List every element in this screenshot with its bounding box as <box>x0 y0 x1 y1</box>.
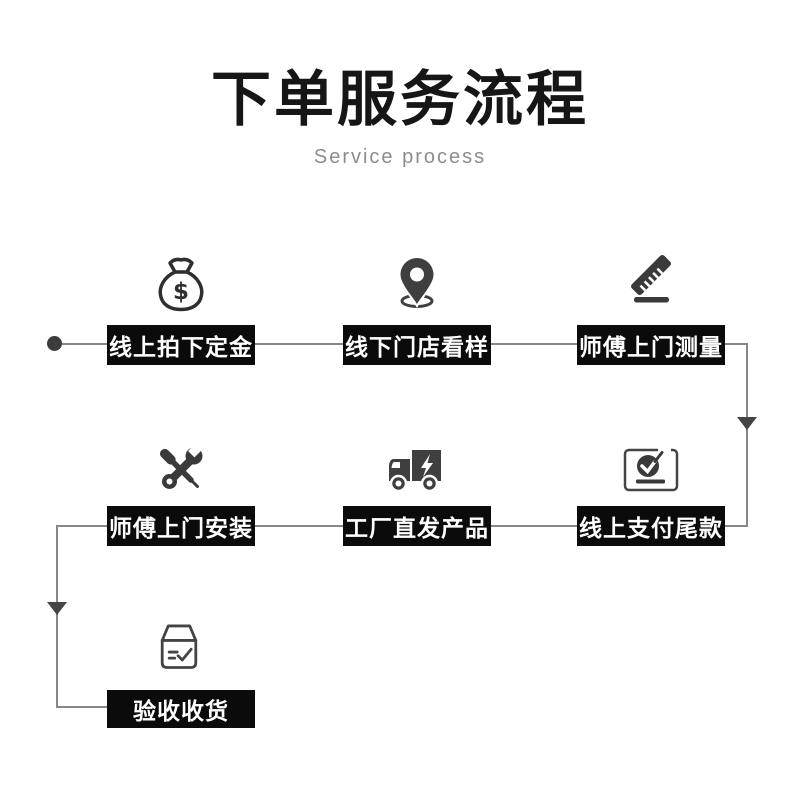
money-bag-icon: $ <box>158 257 204 312</box>
box-check-icon <box>160 624 198 669</box>
connector-line <box>57 525 107 527</box>
step-label-final-payment: 线上支付尾款 <box>577 506 725 546</box>
connector-line <box>725 343 748 345</box>
truck-icon <box>389 450 441 493</box>
arrow-down-icon <box>737 417 757 430</box>
location-pin-icon <box>398 255 436 309</box>
step-label-accept-goods: 验收收货 <box>107 690 255 728</box>
step-label-factory-ship: 工厂直发产品 <box>343 506 491 546</box>
connector-line <box>746 343 748 527</box>
connector-line <box>255 525 343 527</box>
step-label-deposit: 线上拍下定金 <box>107 325 255 365</box>
page-title: 下单服务流程 <box>211 66 589 133</box>
connector-line <box>725 525 748 527</box>
arrow-down-icon <box>47 602 67 615</box>
connector-line <box>491 343 577 345</box>
svg-text:$: $ <box>173 279 189 305</box>
connector-line <box>57 706 107 708</box>
connector-line <box>62 343 107 345</box>
connector-line <box>56 525 58 708</box>
connector-line <box>255 343 343 345</box>
step-label-measure: 师傅上门测量 <box>577 325 725 365</box>
step-label-install: 师傅上门安装 <box>107 506 255 546</box>
connector-line <box>491 525 577 527</box>
step-label-store-sample: 线下门店看样 <box>343 325 491 365</box>
ruler-icon <box>631 255 671 303</box>
tools-icon <box>159 442 203 489</box>
payment-check-icon <box>623 447 679 492</box>
flow-start-dot <box>47 336 62 351</box>
page-subtitle: Service process <box>313 146 487 168</box>
